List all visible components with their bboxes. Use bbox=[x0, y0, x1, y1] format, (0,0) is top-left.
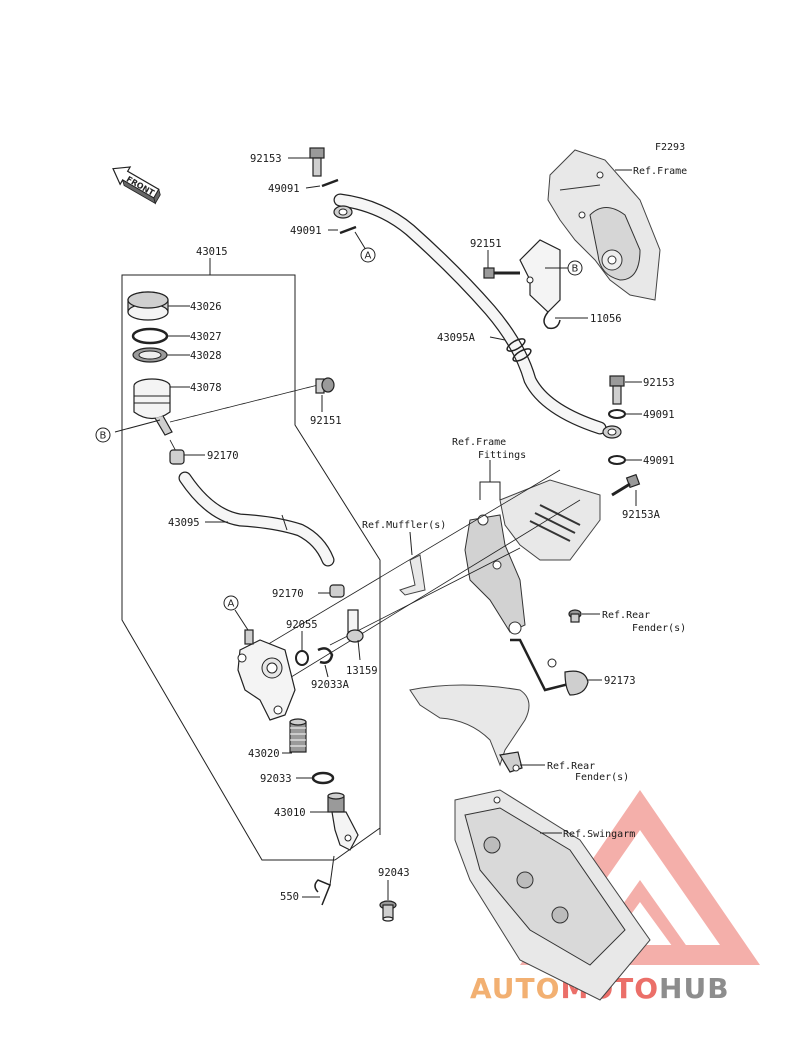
label-92153-top: 92153 bbox=[250, 153, 282, 165]
label-550: 550 bbox=[280, 891, 299, 903]
circlip-92033 bbox=[311, 771, 335, 785]
label-43010: 43010 bbox=[274, 807, 306, 819]
label-92170-mid: 92170 bbox=[272, 588, 304, 600]
callout-b-right: B bbox=[567, 260, 583, 276]
ref-frame-fittings-sketch bbox=[464, 479, 601, 635]
label-43095A: 43095A bbox=[437, 332, 476, 344]
reservoir-cap-43026 bbox=[127, 291, 169, 321]
ref-rear-fender-sketch bbox=[409, 684, 530, 773]
ref-muffler-bracket bbox=[399, 554, 426, 596]
diaphragm-43028 bbox=[132, 347, 168, 363]
label-43015: 43015 bbox=[196, 246, 228, 258]
bolt-92151-top bbox=[483, 267, 520, 279]
diagram-code: F2293 bbox=[655, 142, 685, 153]
label-11056: 11056 bbox=[590, 313, 622, 325]
label-92033A: 92033A bbox=[311, 679, 350, 691]
circlip-92033A bbox=[317, 647, 334, 664]
bolt-92153A bbox=[611, 473, 641, 497]
banjo-bolt-92153-right bbox=[609, 375, 625, 405]
label-92151-left: 92151 bbox=[310, 415, 342, 427]
label-92170-top: 92170 bbox=[207, 450, 239, 462]
joint-13159 bbox=[346, 609, 364, 643]
label-92055: 92055 bbox=[286, 619, 318, 631]
ref-frame-sketch bbox=[547, 149, 661, 301]
push-rod-43010 bbox=[327, 792, 359, 851]
watermark-hub: HUB bbox=[659, 972, 730, 1005]
label-ref-frame-fittings-2: Fittings bbox=[478, 450, 526, 461]
callout-a-top: A bbox=[360, 247, 376, 263]
label-92043: 92043 bbox=[378, 867, 410, 879]
assembly-bracket-43015 bbox=[121, 258, 381, 861]
label-43078: 43078 bbox=[190, 382, 222, 394]
svg-text:A: A bbox=[228, 599, 235, 610]
label-ref-rear-fender-2a: Ref.Rear bbox=[547, 761, 595, 772]
label-43026: 43026 bbox=[190, 301, 222, 313]
hose-clamp-92170-mid bbox=[329, 584, 345, 598]
label-43027: 43027 bbox=[190, 331, 222, 343]
label-49091-b: 49091 bbox=[290, 225, 322, 237]
label-ref-rear-fender-2b: Fender(s) bbox=[575, 772, 629, 783]
bolt-92151-left bbox=[315, 377, 335, 394]
reservoir-hose-43095 bbox=[178, 471, 335, 567]
svg-text:B: B bbox=[100, 431, 107, 442]
label-49091-a: 49091 bbox=[268, 183, 300, 195]
cotter-pin-550 bbox=[314, 879, 331, 906]
label-ref-rear-fender-1b: Fender(s) bbox=[632, 623, 686, 634]
label-43020: 43020 bbox=[248, 748, 280, 760]
washer-49091-b bbox=[339, 225, 357, 235]
label-92173: 92173 bbox=[604, 675, 636, 687]
label-13159: 13159 bbox=[346, 665, 378, 677]
svg-text:A: A bbox=[365, 251, 372, 262]
label-43095: 43095 bbox=[168, 517, 200, 529]
reservoir-bracket-11056 bbox=[519, 239, 561, 330]
callout-b-left: B bbox=[95, 427, 111, 443]
front-arrow: FRONT bbox=[112, 166, 161, 205]
label-ref-muffler: Ref.Muffler(s) bbox=[362, 520, 446, 531]
o-ring-92055 bbox=[295, 650, 309, 666]
label-92033: 92033 bbox=[260, 773, 292, 785]
reservoir-tank-43078 bbox=[133, 378, 173, 436]
watermark-auto: AUTO bbox=[470, 972, 560, 1005]
master-cylinder-hose-43095A bbox=[333, 193, 622, 439]
callout-a-lower: A bbox=[223, 595, 239, 611]
label-ref-rear-fender-1a: Ref.Rear bbox=[602, 610, 650, 621]
ref-swingarm-sketch bbox=[454, 789, 651, 1001]
bolt-rear-fender bbox=[568, 609, 582, 623]
master-cylinder-body bbox=[237, 629, 296, 721]
hose-clamp-92170-top bbox=[169, 449, 185, 465]
clevis-pin-92043 bbox=[379, 900, 397, 922]
svg-text:B: B bbox=[572, 264, 579, 275]
label-ref-swingarm: Ref.Swingarm bbox=[563, 829, 635, 840]
label-43028: 43028 bbox=[190, 350, 222, 362]
washer-49091-right1 bbox=[608, 409, 626, 419]
banjo-bolt-92153-top bbox=[309, 147, 325, 177]
label-49091-right1: 49091 bbox=[643, 409, 675, 421]
diaphragm-plate-43027 bbox=[131, 327, 169, 345]
piston-assembly-43020 bbox=[289, 718, 307, 753]
label-49091-right2: 49091 bbox=[643, 455, 675, 467]
label-92153A: 92153A bbox=[622, 509, 661, 521]
label-92151-top: 92151 bbox=[470, 238, 502, 250]
label-ref-frame-fittings-1: Ref.Frame bbox=[452, 437, 506, 448]
washer-49091-a bbox=[321, 178, 339, 188]
label-ref-frame: Ref.Frame bbox=[633, 166, 687, 177]
hose-guide-92173 bbox=[510, 638, 589, 696]
label-92153-right: 92153 bbox=[643, 377, 675, 389]
washer-49091-right2 bbox=[608, 455, 626, 465]
